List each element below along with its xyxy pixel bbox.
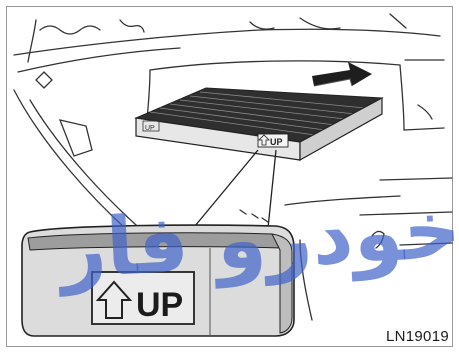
insert-direction-arrow-icon [312, 62, 372, 86]
cabin-air-filter: UP UP [136, 88, 382, 160]
figure-code: LN19019 [386, 328, 449, 345]
filter-small-up-label: UP [258, 134, 288, 147]
filter-left-mark-text: UP [145, 125, 155, 132]
filter-small-up-text: UP [270, 137, 283, 147]
watermark-text: ﺭﺍﺩ ﺧﻮﺩﺭﻭ ﻓﺎﺭ [54, 175, 459, 298]
